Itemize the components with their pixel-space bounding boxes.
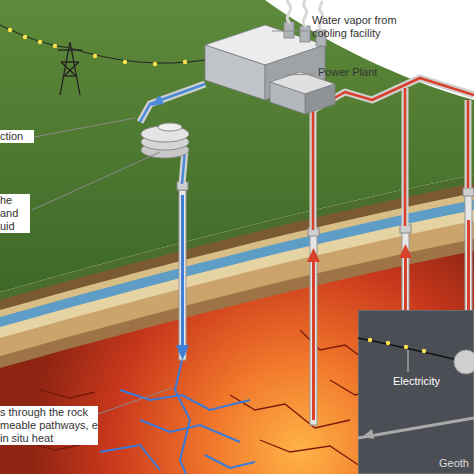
cold-water-pipes [140, 84, 205, 122]
hot-fluid-pipes [402, 88, 409, 226]
power-plant [205, 45, 265, 100]
heat-exchanger [158, 123, 182, 131]
production-well [307, 248, 320, 262]
power-lines [0, 25, 205, 66]
power-plant [305, 84, 335, 114]
rock-fractures [260, 440, 360, 466]
production-well [310, 235, 317, 425]
leader-line [98, 388, 172, 414]
inset-wire [368, 338, 372, 342]
hot-fluid-pipes [313, 78, 474, 230]
power-lines [0, 25, 70, 48]
power-plant [300, 26, 310, 42]
callout-label: he and uid [0, 194, 30, 233]
production-well [400, 225, 411, 233]
inset-wire [386, 341, 390, 345]
leader-line [32, 31, 314, 414]
leader-line [32, 152, 160, 210]
inset-pipe [358, 418, 474, 439]
transmission-tower [61, 62, 79, 76]
inset-leader [408, 350, 409, 372]
rock-fractures [40, 390, 95, 398]
cold-water-pipes [140, 84, 205, 122]
hot-fluid-pipes [404, 88, 407, 226]
inset-panel: ElectricityGeoth [358, 310, 474, 474]
power-lines [38, 40, 42, 44]
inset-leader [408, 350, 409, 372]
leader-line [272, 31, 308, 32]
hot-fluid-pipes [467, 100, 470, 188]
steam-plumes [303, 0, 306, 26]
injection-well [176, 182, 189, 360]
inset-pipe [362, 429, 374, 439]
power-lines [123, 60, 127, 64]
inset-wire [422, 349, 426, 353]
rock-fractures [20, 330, 380, 466]
injection-well [181, 195, 184, 345]
transmission-tower [64, 75, 76, 76]
injection-well [176, 345, 189, 360]
cold-water-pipes [140, 84, 205, 184]
injected-water-cracks [100, 445, 160, 470]
production-well [399, 244, 412, 258]
power-plant [284, 22, 294, 38]
hot-fluid-pipes [270, 78, 474, 230]
hot-fluid-pipes [313, 78, 474, 230]
power-lines [183, 60, 187, 64]
heat-exchanger [141, 123, 189, 158]
steam-plumes [287, 0, 290, 22]
production-well [307, 188, 474, 474]
injected-water-cracks [175, 360, 190, 474]
inset-wire [404, 345, 408, 349]
inset-label: Geoth [439, 457, 469, 470]
rock-layers [0, 183, 474, 474]
inset-wire [358, 338, 458, 360]
injected-water-cracks [120, 390, 250, 410]
production-well [463, 188, 474, 196]
leader-line [286, 74, 314, 75]
power-lines [8, 28, 12, 32]
rock-layers [0, 200, 474, 474]
inset-wire [454, 350, 474, 374]
callout-label: Water vapor from cooling facility [312, 14, 416, 40]
hot-fluid-pipes [465, 100, 472, 188]
callout-label: ction [0, 130, 34, 143]
production-well [312, 262, 315, 420]
power-lines [93, 54, 97, 58]
leader-line [34, 118, 135, 137]
power-lines [23, 35, 27, 39]
cold-water-pipes [150, 95, 164, 106]
transmission-tower [61, 61, 79, 62]
injection-well [179, 190, 186, 360]
inset-label: Electricity [393, 375, 440, 388]
callout-label: s through the rock meable pathways, e in… [0, 406, 98, 445]
power-lines [53, 44, 57, 48]
power-lines [153, 62, 157, 66]
rock-layers [0, 193, 474, 474]
transmission-tower [58, 42, 82, 95]
injected-water-cracks [205, 455, 255, 468]
inset-pipe [358, 418, 474, 438]
rock-layers [0, 210, 474, 474]
inset-wire [358, 338, 474, 374]
injected-water-cracks [100, 360, 255, 474]
power-plant [270, 82, 305, 114]
rock-layers [0, 221, 474, 474]
callout-label: Power Plant [318, 66, 408, 79]
